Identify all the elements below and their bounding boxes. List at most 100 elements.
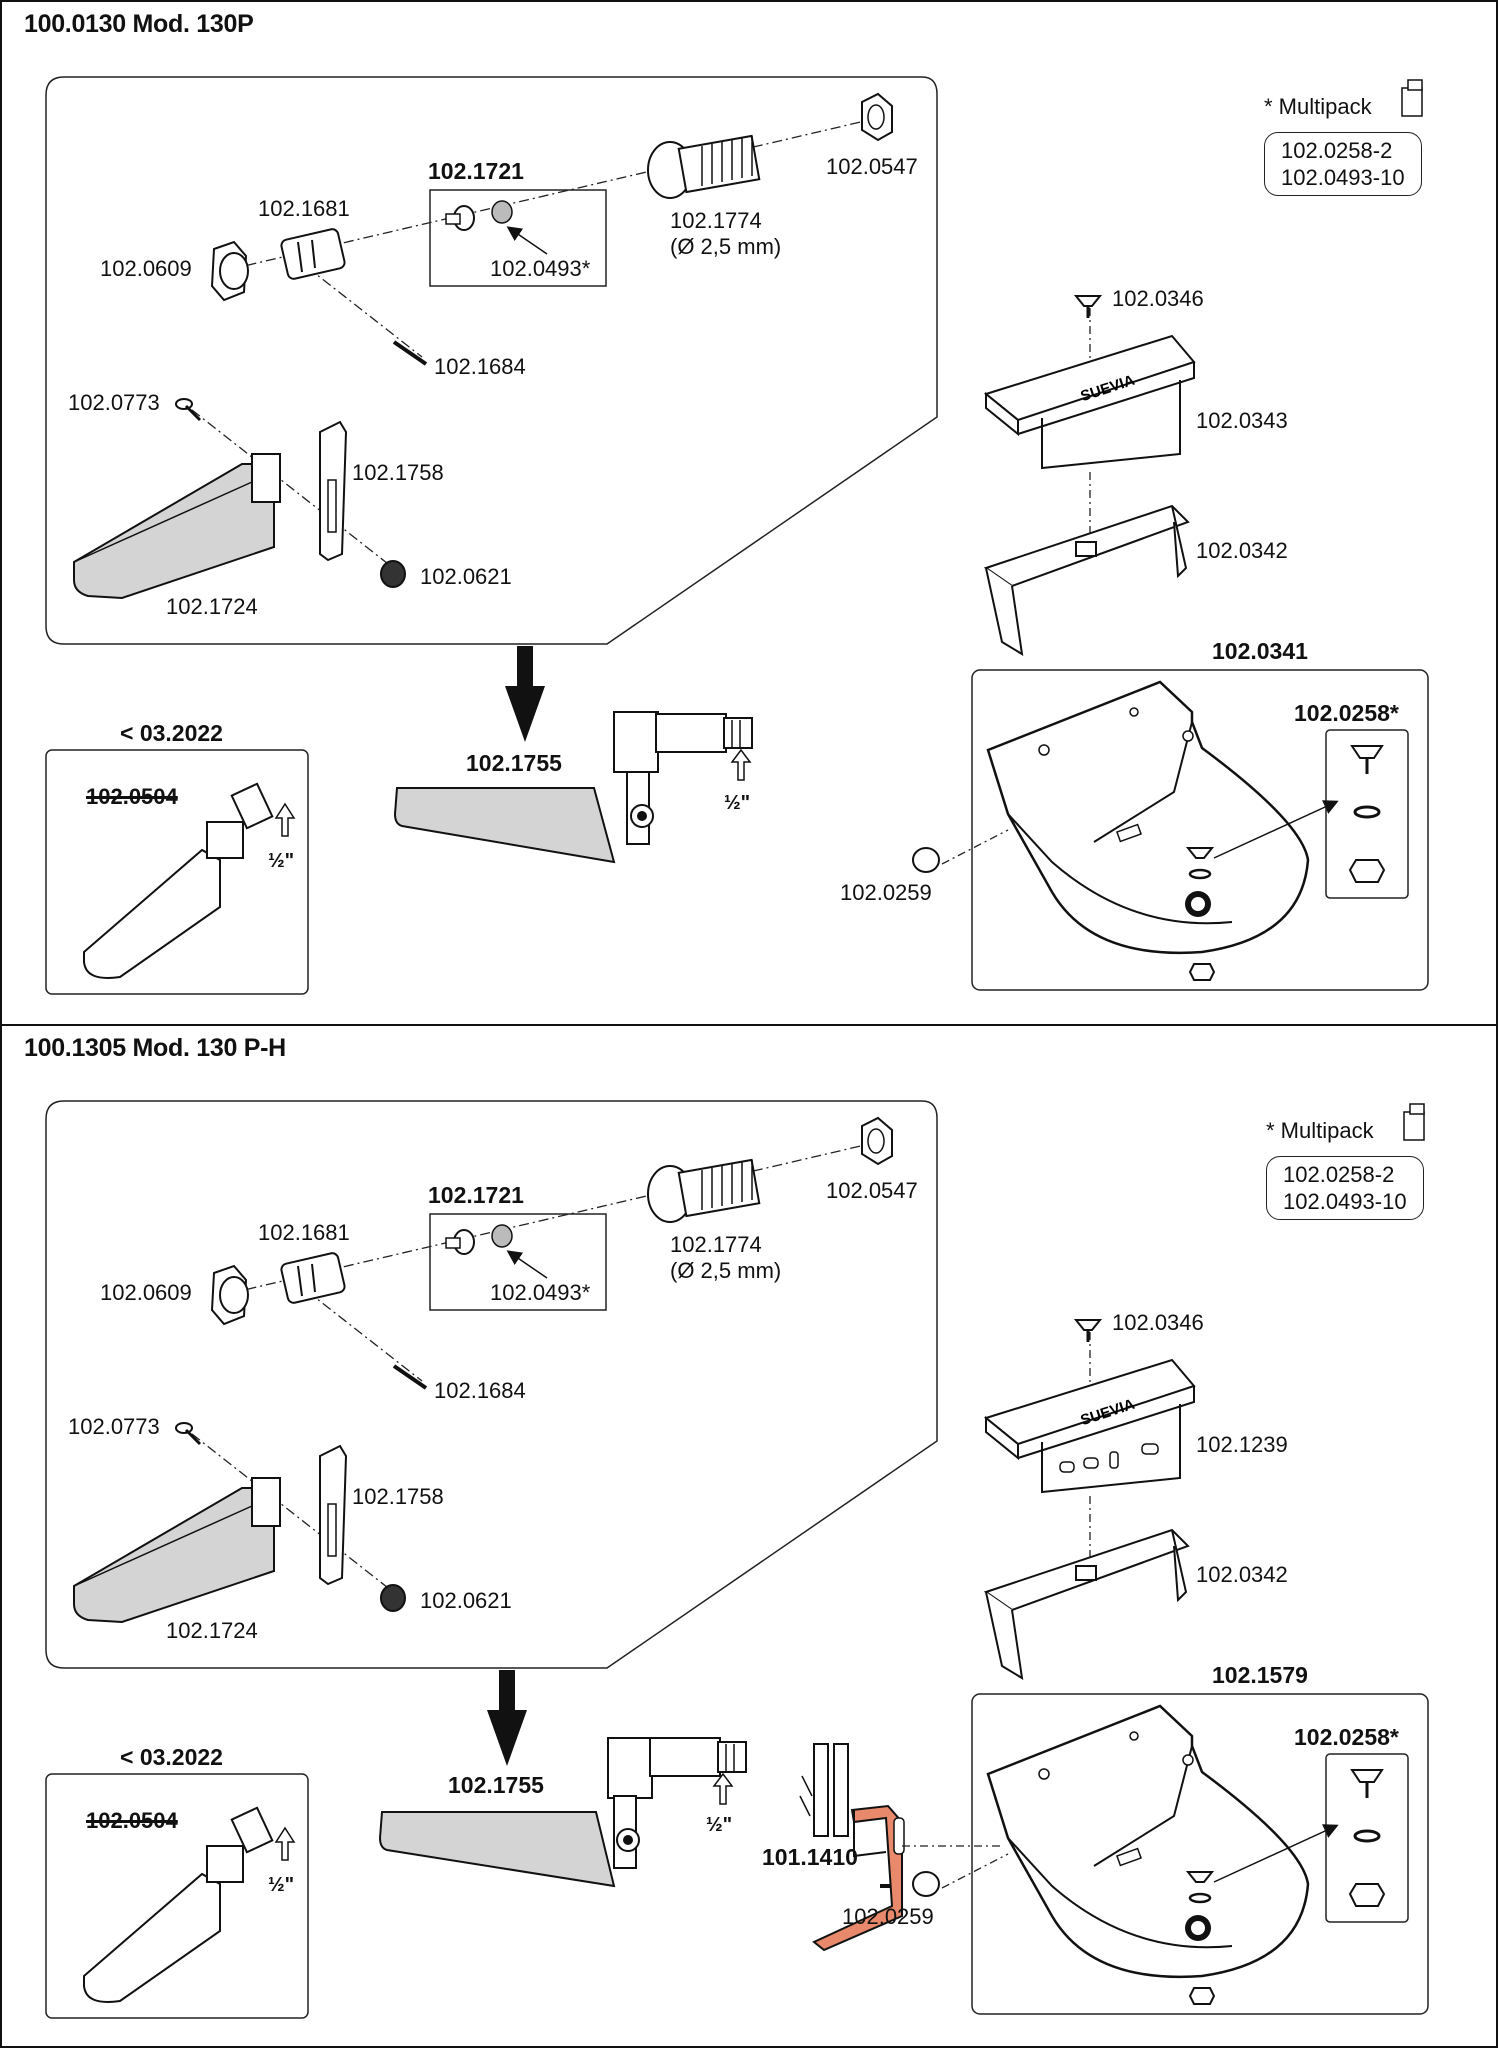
panel-mod-130p: 100.0130 Mod. 130P <box>0 0 1498 1026</box>
old-float-part <box>83 782 274 979</box>
label-lever: 102.1758 <box>352 1484 444 1509</box>
label-plug: 102.0621 <box>420 1588 512 1613</box>
multipack-box-icon <box>1403 1103 1425 1141</box>
housing-part <box>280 228 346 280</box>
float-assembly-part <box>393 711 753 864</box>
panel-title: 100.0130 Mod. 130P <box>24 10 254 38</box>
bowl-drain-part <box>1185 1871 1216 2005</box>
bracket-part <box>983 1528 1190 1680</box>
multipack-box-icon <box>1401 79 1423 117</box>
valve-pin-part <box>445 1229 475 1255</box>
label-old-part: 102.0504 <box>86 784 178 809</box>
label-screw: 102.0773 <box>68 1414 160 1439</box>
label-housing: 102.1681 <box>258 196 350 221</box>
label-cover: 102.0343 <box>1196 408 1288 433</box>
bowl-box <box>971 669 1429 991</box>
label-bracket: 102.0342 <box>1196 1562 1288 1587</box>
label-bowl-plug: 102.0259 <box>842 1904 934 1929</box>
valve-set-box <box>429 189 607 287</box>
multipack-item: 102.0493-10 <box>1281 165 1405 190</box>
label-seal: 102.0493* <box>490 1280 591 1305</box>
label-valve-set: 102.1721 <box>428 158 524 184</box>
cover-screw-part <box>1073 1319 1103 1342</box>
label-pin: 102.1684 <box>434 354 526 379</box>
label-thread-dia: (Ø 2,5 mm) <box>670 234 782 259</box>
label-thread-dia: (Ø 2,5 mm) <box>670 1258 782 1283</box>
up-arrow-icon <box>730 748 752 781</box>
panel-mod-130ph: 100.1305 Mod. 130 P-H <box>0 1024 1498 2048</box>
bowl-drain-part <box>1185 847 1216 981</box>
old-up-arrow-icon <box>274 802 296 837</box>
bowl-part <box>986 1704 1310 1979</box>
label-float: 102.1724 <box>166 1618 258 1643</box>
label-seal: 102.0493* <box>490 256 591 281</box>
exploded-diagram: SUEVIA <box>45 1100 1429 2019</box>
label-bowl: 102.1579 <box>1212 1662 1308 1688</box>
lever-part <box>319 1444 348 1586</box>
label-old-part: 102.0504 <box>86 1808 178 1833</box>
old-version-box <box>45 1773 309 2019</box>
label-thread: 102.1774 <box>670 208 762 233</box>
label-plug: 102.0621 <box>420 564 512 589</box>
multipack-list: 102.0258-2 102.0493-10 <box>1264 132 1422 196</box>
float-part <box>73 1477 281 1624</box>
label-nut-small: 102.0609 <box>100 1280 192 1305</box>
bowl-box <box>971 1693 1429 2015</box>
valve-set-box <box>429 1213 607 1311</box>
down-arrow-icon <box>505 646 545 742</box>
seal-part <box>491 1224 513 1248</box>
multipack-title: * Multipack <box>1264 94 1372 119</box>
bracket-part <box>983 504 1190 656</box>
end-nut-part <box>861 1116 893 1166</box>
drain-set-box <box>1325 729 1409 899</box>
label-end-nut: 102.0547 <box>826 1178 918 1203</box>
lever-part <box>319 420 348 562</box>
multipack-list: 102.0258-2 102.0493-10 <box>1266 1156 1424 1220</box>
label-heater: 101.1410 <box>762 1844 858 1870</box>
multipack-title: * Multipack <box>1266 1118 1374 1143</box>
label-lever: 102.1758 <box>352 460 444 485</box>
valve-pin-part <box>445 205 475 231</box>
label-float: 102.1724 <box>166 594 258 619</box>
label-bowl-plug: 102.0259 <box>840 880 932 905</box>
drain-screw-part <box>1348 1769 1386 1907</box>
housing-part <box>280 1252 346 1304</box>
drain-screw-part <box>1348 745 1386 883</box>
threaded-nipple-part <box>647 134 761 199</box>
down-arrow-icon <box>487 1670 527 1766</box>
label-bracket: 102.0342 <box>1196 538 1288 563</box>
label-cover: 102.1239 <box>1196 1432 1288 1457</box>
label-old-half-inch: ½" <box>268 850 295 872</box>
label-cover-screw: 102.0346 <box>1112 286 1204 311</box>
drain-set-box <box>1325 1753 1409 1923</box>
trough-cover-part: SUEVIA <box>983 334 1196 470</box>
label-drain-set: 102.0258* <box>1294 700 1399 726</box>
cover-screw-part <box>1073 295 1103 318</box>
float-part <box>73 453 281 600</box>
bowl-part <box>986 680 1310 955</box>
label-drain-set: 102.0258* <box>1294 1724 1399 1750</box>
seal-part <box>491 200 513 224</box>
label-old-half-inch: ½" <box>268 1874 295 1896</box>
label-half-inch: ½" <box>724 792 751 814</box>
threaded-nipple-part <box>647 1158 761 1223</box>
valve-group-frame <box>45 76 938 645</box>
valve-group-frame <box>45 1100 938 1669</box>
label-cover-screw: 102.0346 <box>1112 1310 1204 1335</box>
label-old-date: < 03.2022 <box>120 1744 223 1770</box>
exploded-diagram: SUEVIA <box>45 76 1429 995</box>
screw-part <box>175 1422 202 1446</box>
trough-cover-part: SUEVIA <box>983 1358 1196 1494</box>
label-half-inch: ½" <box>706 1814 733 1836</box>
label-assembly: 102.1755 <box>448 1772 544 1798</box>
label-nut-small: 102.0609 <box>100 256 192 281</box>
float-assembly-part <box>378 1737 747 1888</box>
label-pin: 102.1684 <box>434 1378 526 1403</box>
old-float-part <box>83 1806 274 2003</box>
old-version-box <box>45 749 309 995</box>
plug-part <box>380 1584 406 1612</box>
label-old-date: < 03.2022 <box>120 720 223 746</box>
plug-part <box>380 560 406 588</box>
bowl-plug-part <box>912 1871 940 1897</box>
nut-small-part <box>210 1264 249 1326</box>
